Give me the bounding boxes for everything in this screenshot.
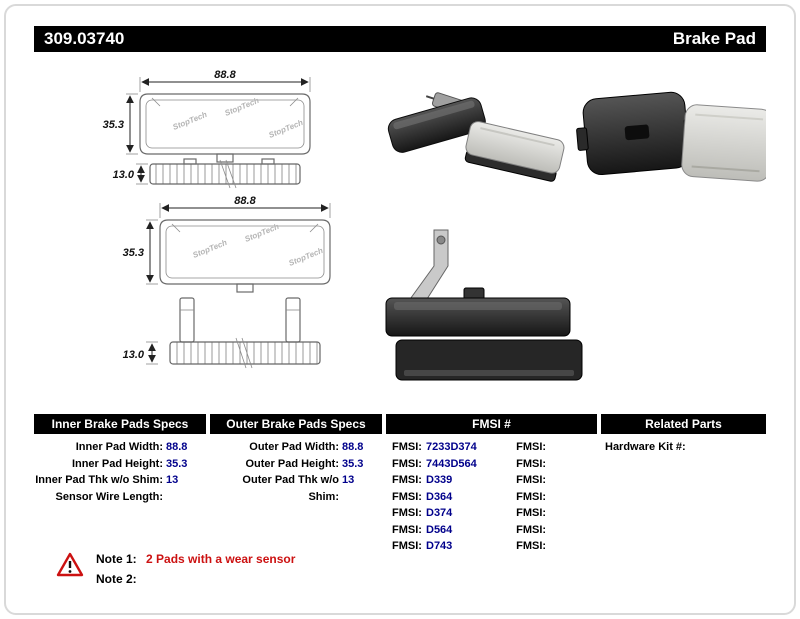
spec-value (163, 489, 206, 506)
dim-inner-height: 35.3 (103, 119, 124, 131)
warning-triangle-icon (56, 552, 84, 577)
page-title: Brake Pad (672, 29, 756, 48)
product-photo-pad-pair (576, 91, 766, 182)
watermark-text: StopTech (267, 118, 304, 140)
spec-label: Inner Pad Width: (75, 441, 163, 453)
fmsi-row: FMSI: D374 (392, 505, 504, 522)
fmsi-row: FMSI: D364 (392, 489, 504, 506)
fmsi-row: FMSI: D743 (392, 538, 504, 555)
fmsi-label: FMSI: (516, 523, 547, 536)
spec-label: Outer Pad Height: (245, 457, 339, 470)
fmsi-right-list: FMSI: FMSI: FMSI: FMSI: FMSI: FMSI: FMSI… (504, 439, 597, 555)
fmsi-value: D743 (426, 540, 453, 552)
fmsi-row: FMSI: (516, 439, 597, 456)
fmsi-value: 7443D564 (426, 457, 477, 470)
note-1-label: Note 1: (96, 552, 137, 566)
fmsi-label: FMSI: (392, 540, 422, 552)
watermark-text: StopTech (243, 222, 280, 244)
note-2: Note 2: (96, 569, 295, 589)
inner-specs-column: Inner Brake Pads Specs Inner Pad Width: … (34, 414, 206, 505)
fmsi-value: D339 (426, 474, 453, 486)
spec-label: Hardware Kit #: (605, 441, 686, 453)
fmsi-label: FMSI: (516, 474, 547, 486)
fmsi-header: FMSI # (386, 414, 597, 434)
spec-row-hardware-kit: Hardware Kit #: (601, 439, 766, 456)
fmsi-row: FMSI: (516, 505, 597, 522)
dim-inner-width: 88.8 (214, 69, 236, 81)
spec-row-inner-width: Inner Pad Width: 88.8 (34, 439, 206, 456)
spec-row-outer-thickness: Outer Pad Thk w/o Shim: 13 (210, 472, 382, 505)
spec-value: 35.3 (342, 457, 364, 470)
related-parts-column: Related Parts Hardware Kit #: (601, 414, 766, 456)
fmsi-value: 7233D374 (426, 441, 477, 453)
fmsi-row: FMSI: D339 (392, 472, 504, 489)
fmsi-label: FMSI: (516, 540, 547, 552)
dim-inner-thickness: 13.0 (113, 169, 135, 181)
spec-value: 13 (166, 474, 179, 486)
fmsi-row: FMSI: (516, 538, 597, 555)
fmsi-row: FMSI: (516, 489, 597, 506)
diagram-area: 88.8 35.3 StopTech StopTech StopTech 13.… (103, 69, 766, 381)
spec-label: Inner Pad Height: (71, 457, 163, 470)
spec-row-sensor-wire: Sensor Wire Length: (34, 489, 206, 506)
notes-section: Note 1: 2 Pads with a wear sensor Note 2… (56, 549, 295, 589)
note-1: Note 1: 2 Pads with a wear sensor (96, 549, 295, 569)
spec-value: 13 (342, 474, 355, 486)
related-parts-header: Related Parts (601, 414, 766, 434)
fmsi-label: FMSI: (392, 457, 422, 470)
part-number: 309.03740 (44, 29, 125, 48)
fmsi-label: FMSI: (516, 507, 547, 519)
fmsi-value: D374 (426, 507, 453, 519)
spec-label: Outer Pad Thk w/o Shim: (242, 474, 339, 503)
dim-outer-width: 88.8 (234, 195, 256, 207)
spec-row-inner-height: Inner Pad Height: 35.3 (34, 456, 206, 473)
spec-label: Inner Pad Thk w/o Shim: (35, 474, 163, 486)
drawing-inner-pad-edge: 13.0 (113, 158, 301, 189)
fmsi-row: FMSI: D564 (392, 522, 504, 539)
fmsi-label: FMSI: (392, 441, 422, 453)
spec-label: Outer Pad Width: (249, 441, 339, 453)
fmsi-row: FMSI: (516, 472, 597, 489)
spec-label: Sensor Wire Length: (55, 490, 163, 503)
spec-value: 88.8 (342, 441, 364, 453)
note-2-label: Note 2: (96, 572, 137, 586)
watermark-text: StopTech (287, 246, 324, 268)
watermark-text: StopTech (171, 110, 208, 132)
fmsi-label: FMSI: (516, 441, 547, 453)
spec-value: 88.8 (166, 441, 188, 453)
fmsi-label: FMSI: (392, 507, 422, 519)
drawing-outer-pad-edge: 13.0 (123, 297, 321, 369)
fmsi-label: FMSI: (516, 490, 547, 503)
fmsi-row: FMSI: (516, 522, 597, 539)
watermark-text: StopTech (223, 96, 260, 118)
fmsi-row: FMSI: 7443D564 (392, 456, 504, 473)
dim-outer-thickness: 13.0 (123, 349, 145, 361)
fmsi-row: FMSI: (516, 456, 597, 473)
drawing-outer-pad-front: 88.8 35.3 StopTech StopTech StopTech (123, 195, 331, 293)
product-photo-pads-with-sensor (387, 92, 565, 182)
dim-outer-height: 35.3 (123, 247, 144, 259)
spec-row-outer-height: Outer Pad Height: 35.3 (210, 456, 382, 473)
watermark-text: StopTech (191, 238, 228, 260)
fmsi-value: D364 (426, 490, 453, 503)
note-1-text: 2 Pads with a wear sensor (146, 552, 296, 566)
fmsi-label: FMSI: (516, 457, 547, 470)
fmsi-label: FMSI: (392, 490, 422, 503)
fmsi-row: FMSI: 7233D374 (392, 439, 504, 456)
drawing-inner-pad-front: 88.8 35.3 StopTech StopTech StopTech (103, 69, 311, 163)
fmsi-value: D564 (426, 523, 453, 536)
fmsi-column: FMSI # FMSI: 7233D374 FMSI: 7443D564 FMSI:… (386, 414, 597, 555)
fmsi-label: FMSI: (392, 523, 422, 536)
spec-row-outer-width: Outer Pad Width: 88.8 (210, 439, 382, 456)
inner-specs-header: Inner Brake Pads Specs (34, 414, 206, 434)
spec-row-inner-thickness: Inner Pad Thk w/o Shim: 13 (34, 472, 206, 489)
outer-specs-column: Outer Brake Pads Specs Outer Pad Width: … (210, 414, 382, 505)
header-bar: 309.03740 Brake Pad (34, 26, 766, 52)
fmsi-left-list: FMSI: 7233D374 FMSI: 7443D564 FMSI: D339 FM… (386, 439, 504, 555)
product-photo-stacked-pads (385, 229, 583, 381)
fmsi-label: FMSI: (392, 474, 422, 486)
spec-value: 35.3 (166, 457, 188, 470)
outer-specs-header: Outer Brake Pads Specs (210, 414, 382, 434)
